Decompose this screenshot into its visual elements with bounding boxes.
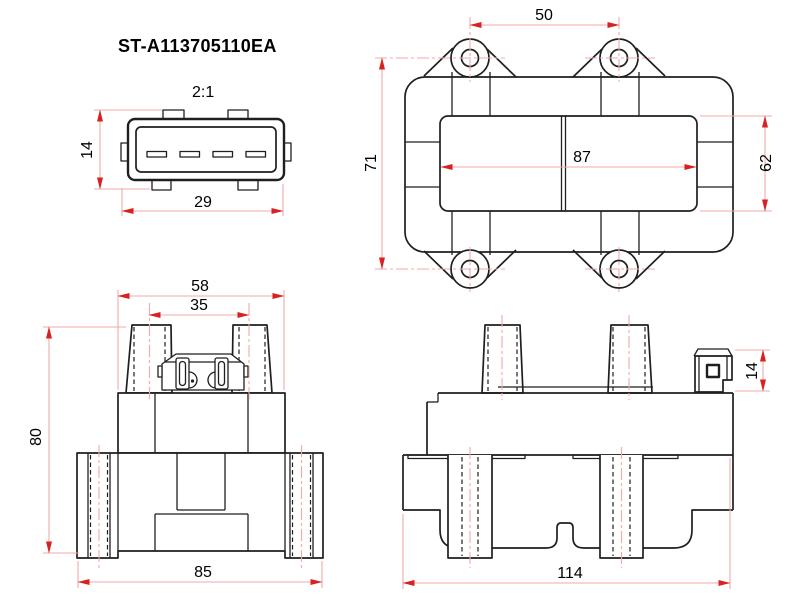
pin-slot <box>212 150 234 158</box>
top-view: 50 71 87 62 <box>363 7 775 292</box>
pin-slot <box>245 150 267 158</box>
front-view: 58 35 80 85 <box>28 278 324 588</box>
dim-height: 80 <box>28 326 126 554</box>
dim-base-width: 85 <box>77 561 323 588</box>
dim-tower-span: 58 <box>117 278 285 390</box>
dim-base-width-label: 85 <box>194 564 212 581</box>
connector-cavity <box>135 126 277 173</box>
dim-connector-height-label: 14 <box>79 141 96 159</box>
connector-outline <box>120 109 292 191</box>
connector-detail-view: 2:1 14 29 <box>79 84 292 216</box>
front-body <box>76 392 324 559</box>
hv-towers <box>481 324 653 394</box>
pin-slot <box>179 150 201 158</box>
dim-hole-spacing-label: 50 <box>535 7 553 24</box>
dim-lug-span-label: 71 <box>363 154 380 172</box>
dim-connector-height-side-label: 14 <box>744 362 761 380</box>
dim-height-label: 80 <box>28 428 45 446</box>
connector-pin <box>705 363 721 379</box>
dim-connector-width: 29 <box>121 184 284 216</box>
dim-length: 114 <box>402 458 731 589</box>
side-body <box>402 392 734 559</box>
dim-core-height: 62 <box>700 115 775 212</box>
dim-connector-height-side: 14 <box>735 349 770 392</box>
dim-hole-spacing: 50 <box>469 7 620 28</box>
side-view: 14 114 <box>402 315 770 589</box>
scale-label: 2:1 <box>192 84 214 101</box>
dim-tower-span-label: 58 <box>191 278 209 295</box>
dim-connector-width-label: 29 <box>194 194 212 211</box>
dim-lug-span: 71 <box>363 57 385 270</box>
pin-slot <box>146 150 168 158</box>
centerlines <box>98 303 303 568</box>
centerlines <box>375 17 655 292</box>
core-block <box>439 115 698 212</box>
dim-tower-pitch-label: 35 <box>190 297 208 314</box>
side-connector <box>693 348 733 393</box>
part-number: ST-A113705110EA <box>118 36 277 56</box>
dim-core-height-label: 62 <box>758 154 775 172</box>
centerlines <box>469 315 630 568</box>
dim-core-width: 87 <box>440 149 697 170</box>
dim-tower-pitch: 35 <box>148 297 250 318</box>
dim-core-width-label: 87 <box>573 149 591 166</box>
front-connector <box>157 353 249 391</box>
dim-length-label: 114 <box>557 565 583 582</box>
connector-pin-slots <box>146 150 267 158</box>
